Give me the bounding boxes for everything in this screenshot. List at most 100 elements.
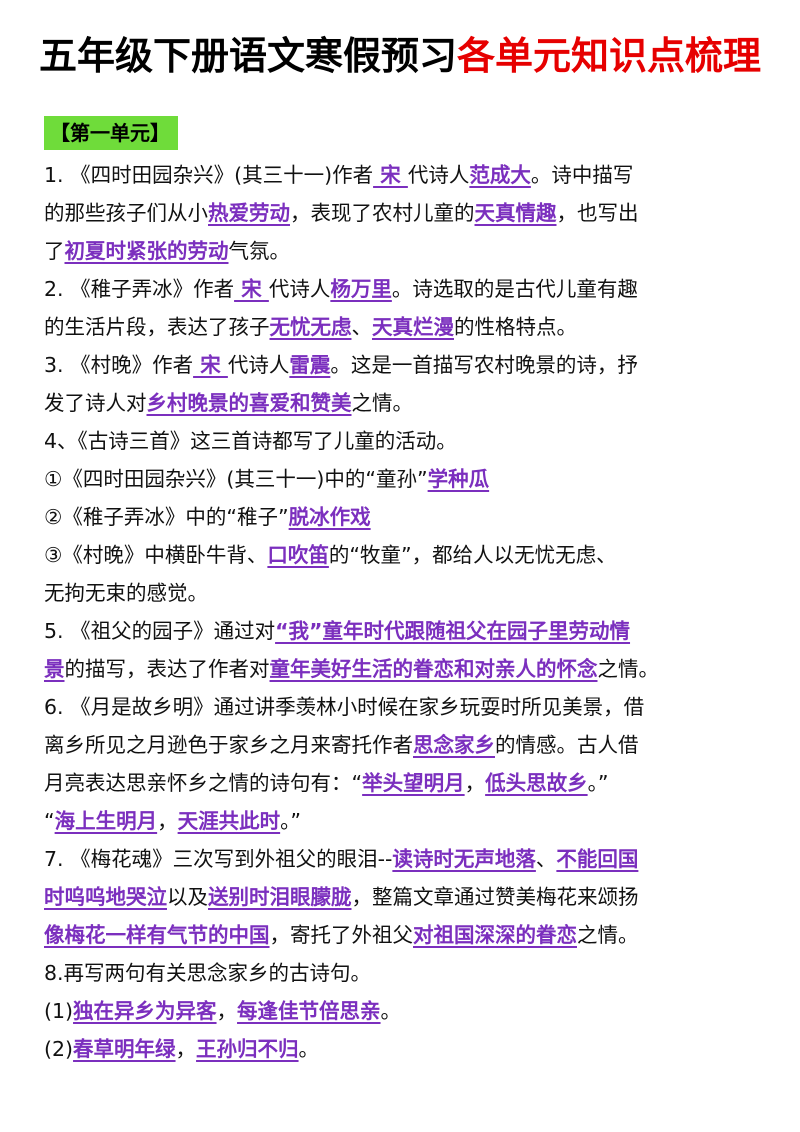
title-part-red: 各单元知识点梳理: [457, 34, 762, 78]
plain-text: 月亮表达思亲怀乡之情的诗句有：“: [44, 771, 363, 795]
plain-text: ，: [464, 771, 486, 795]
plain-text: 7. 《梅花魂》三次写到外祖父的眼泪--: [44, 847, 393, 871]
answer-highlight: 低头思故乡: [485, 771, 588, 795]
plain-text: 。: [298, 1037, 320, 1061]
plain-text: ②《稚子弄冰》中的“稚子”: [44, 505, 289, 529]
plain-text: 的性格特点。: [454, 315, 577, 339]
plain-text: ，表现了农村儿童的: [290, 201, 475, 225]
answer-highlight: 童年美好生活的眷恋和对亲人的怀念: [269, 657, 598, 681]
answer-highlight: 景: [44, 657, 65, 681]
answer-highlight: 宋: [373, 163, 408, 187]
answer-highlight: 海上生明月: [54, 809, 158, 833]
text-line: 7. 《梅花魂》三次写到外祖父的眼泪--读诗时无声地落、不能回国: [44, 840, 760, 878]
plain-text: 之情。: [577, 923, 639, 947]
plain-text: ，: [157, 809, 178, 833]
text-line: 4、《古诗三首》这三首诗都写了儿童的活动。: [44, 422, 760, 460]
text-line: 1. 《四时田园杂兴》(其三十一)作者 宋 代诗人范成大。诗中描写: [44, 156, 760, 194]
answer-highlight: 天涯共此时: [177, 809, 281, 833]
plain-text: 5. 《祖父的园子》通过对: [44, 619, 276, 643]
answer-highlight: 雷震: [289, 353, 331, 377]
text-line: 6. 《月是故乡明》通过讲季羡林小时候在家乡玩耍时所见美景，借: [44, 688, 760, 726]
answer-highlight: 范成大: [469, 163, 531, 187]
text-line: 离乡所见之月逊色于家乡之月来寄托作者思念家乡的情感。古人借: [44, 726, 760, 764]
text-line: (1)独在异乡为异客，每逢佳节倍思亲。: [44, 992, 760, 1030]
plain-text: 。这是一首描写农村晚景的诗，抒: [330, 353, 638, 377]
title-part-black: 五年级下册语文寒假预习: [38, 34, 457, 78]
unit-badge: 【第一单元】: [44, 116, 178, 150]
plain-text: 的情感。古人借: [495, 733, 639, 757]
answer-highlight: 初夏时紧张的劳动: [64, 239, 229, 263]
answer-highlight: 口吹笛: [267, 543, 329, 567]
answer-highlight: 宋: [193, 353, 228, 377]
plain-text: 代诗人: [227, 353, 290, 377]
answer-highlight: 送别时泪眼朦胧: [208, 885, 352, 909]
text-line: 月亮表达思亲怀乡之情的诗句有：“举头望明月，低头思故乡。”: [44, 764, 760, 802]
plain-text: 的描写，表达了作者对: [64, 657, 270, 681]
knowledge-content: 1. 《四时田园杂兴》(其三十一)作者 宋 代诗人范成大。诗中描写的那些孩子们从…: [44, 156, 760, 1068]
answer-highlight: 热爱劳动: [208, 201, 290, 225]
answer-highlight: 无忧无虑: [269, 315, 352, 339]
plain-text: 。: [380, 999, 402, 1023]
answer-highlight: 时呜呜地哭泣: [44, 885, 167, 909]
text-line: 8.再写两句有关思念家乡的古诗句。: [44, 954, 760, 992]
plain-text: 、: [535, 847, 557, 871]
answer-highlight: 宋: [234, 277, 269, 301]
plain-text: (2): [44, 1037, 74, 1061]
plain-text: ，也写出: [556, 201, 639, 225]
answer-highlight: 举头望明月: [362, 771, 465, 795]
text-line: ②《稚子弄冰》中的“稚子”脱冰作戏: [44, 498, 760, 536]
text-line: 的生活片段，表达了孩子无忧无虑、天真烂漫的性格特点。: [44, 308, 760, 346]
plain-text: 之情。: [597, 657, 660, 681]
text-line: 像梅花一样有气节的中国，寄托了外祖父对祖国深深的眷恋之情。: [44, 916, 760, 954]
plain-text: 代诗人: [407, 163, 470, 187]
plain-text: 的生活片段，表达了孩子: [44, 315, 270, 339]
answer-highlight: 像梅花一样有气节的中国: [44, 923, 270, 947]
text-line: 2. 《稚子弄冰》作者 宋 代诗人杨万里。诗选取的是古代儿童有趣: [44, 270, 760, 308]
answer-highlight: 思念家乡: [413, 733, 495, 757]
plain-text: 1. 《四时田园杂兴》(其三十一)作者: [44, 163, 374, 187]
answer-highlight: 每逢佳节倍思亲: [237, 999, 381, 1023]
plain-text: 发了诗人对: [44, 391, 147, 415]
plain-text: 离乡所见之月逊色于家乡之月来寄托作者: [44, 733, 413, 757]
plain-text: 。”: [280, 809, 301, 833]
plain-text: 。”: [587, 771, 609, 795]
plain-text: (1): [44, 999, 74, 1023]
plain-text: 的那些孩子们从小: [44, 201, 208, 225]
plain-text: ，: [216, 999, 238, 1023]
plain-text: 3. 《村晚》作者: [44, 353, 194, 377]
text-line: 景的描写，表达了作者对童年美好生活的眷恋和对亲人的怀念之情。: [44, 650, 760, 688]
plain-text: ，整篇文章通过赞美梅花来颂扬: [351, 885, 639, 909]
answer-highlight: 独在异乡为异客: [73, 999, 217, 1023]
answer-highlight: 脱冰作戏: [288, 505, 371, 529]
text-line: 3. 《村晚》作者 宋 代诗人雷震。这是一首描写农村晚景的诗，抒: [44, 346, 760, 384]
plain-text: 代诗人: [268, 277, 331, 301]
answer-highlight: 杨万里: [330, 277, 392, 301]
plain-text: 。诗选取的是古代儿童有趣: [391, 277, 638, 301]
text-line: 5. 《祖父的园子》通过对“我”童年时代跟随祖父在园子里劳动情: [44, 612, 760, 650]
answer-highlight: 天真情趣: [474, 201, 557, 225]
plain-text: 无拘无束的感觉。: [44, 581, 208, 605]
plain-text: 气氛。: [228, 239, 291, 263]
plain-text: ③《村晚》中横卧牛背、: [44, 543, 268, 567]
plain-text: ①《四时田园杂兴》(其三十一)中的“童孙”: [44, 467, 428, 491]
answer-highlight: 春草明年绿: [73, 1037, 176, 1061]
plain-text: ，: [175, 1037, 197, 1061]
answer-highlight: 不能回国: [556, 847, 639, 871]
plain-text: 6. 《月是故乡明》通过讲季羡林小时候在家乡玩耍时所见美景，借: [44, 695, 645, 719]
text-line: 时呜呜地哭泣以及送别时泪眼朦胧，整篇文章通过赞美梅花来颂扬: [44, 878, 760, 916]
answer-highlight: “我”童年时代跟随祖父在园子里劳动情: [275, 619, 631, 643]
plain-text: 、: [351, 315, 373, 339]
plain-text: 之情。: [351, 391, 414, 415]
plain-text: 8.再写两句有关思念家乡的古诗句。: [44, 961, 372, 985]
answer-highlight: 王孙归不归: [196, 1037, 299, 1061]
page-title: 五年级下册语文寒假预习各单元知识点梳理: [0, 26, 800, 86]
plain-text: 的“牧童”，都给人以无忧无虑、: [328, 543, 617, 567]
text-line: (2)春草明年绿，王孙归不归。: [44, 1030, 760, 1068]
plain-text: 。诗中描写: [530, 163, 634, 187]
plain-text: 2. 《稚子弄冰》作者: [44, 277, 235, 301]
plain-text: 了: [44, 239, 65, 263]
text-line: “海上生明月，天涯共此时。”: [44, 802, 760, 840]
plain-text: ，寄托了外祖父: [269, 923, 414, 947]
text-line: 的那些孩子们从小热爱劳动，表现了农村儿童的天真情趣，也写出: [44, 194, 760, 232]
